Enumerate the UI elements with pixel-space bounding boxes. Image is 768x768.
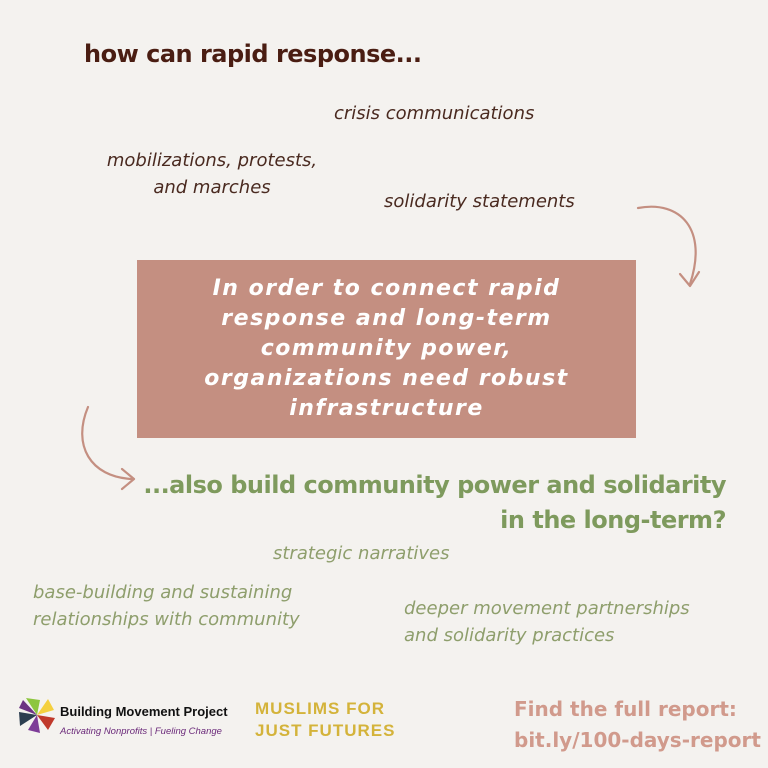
building-movement-project-logo-icon <box>19 698 55 733</box>
curved-arrow-right-down-icon <box>636 205 701 288</box>
deeper-partnerships-line-2: and solidarity practices <box>404 625 615 646</box>
infrastructure-callout-box: In order to connect rapid response and l… <box>137 260 636 438</box>
mjf-line-2: JUST FUTURES <box>255 721 396 740</box>
base-building-line-1: base-building and sustaining <box>33 582 293 603</box>
bmp-name-text: Building Movement Project <box>60 704 228 719</box>
question-start-heading: how can rapid response... <box>84 40 422 68</box>
curved-arrow-down-right-icon <box>81 405 136 491</box>
base-building-line-2: relationships with community <box>33 609 300 630</box>
mobilizations-line-2: and marches <box>153 177 271 198</box>
report-label-text: Find the full report: <box>514 697 737 721</box>
infrastructure-callout-text: In order to connect rapid response and l… <box>204 276 569 421</box>
report-url-link[interactable]: bit.ly/100-days-report <box>514 728 761 752</box>
crisis-communications-text: crisis communications <box>334 103 535 124</box>
deeper-partnerships-text: deeper movement partnerships and solidar… <box>404 595 690 649</box>
strategic-narratives-text: strategic narratives <box>273 543 450 564</box>
base-building-text: base-building and sustaining relationshi… <box>33 579 300 633</box>
report-link-block: Find the full report: bit.ly/100-days-re… <box>514 694 761 756</box>
solidarity-statements-text: solidarity statements <box>384 191 575 212</box>
bmp-tagline-text: Activating Nonprofits | Fueling Change <box>60 726 222 737</box>
deeper-partnerships-line-1: deeper movement partnerships <box>404 598 690 619</box>
question-end-heading: ...also build community power and solida… <box>126 468 726 538</box>
question-end-line-1: ...also build community power and solida… <box>143 471 726 499</box>
mobilizations-line-1: mobilizations, protests, <box>106 150 318 171</box>
muslims-for-just-futures-logo: MUSLIMS FOR JUST FUTURES <box>255 698 395 742</box>
mobilizations-text: mobilizations, protests, and marches <box>92 147 332 201</box>
question-end-line-2: in the long-term? <box>500 506 726 534</box>
mjf-line-1: MUSLIMS FOR <box>255 699 385 718</box>
